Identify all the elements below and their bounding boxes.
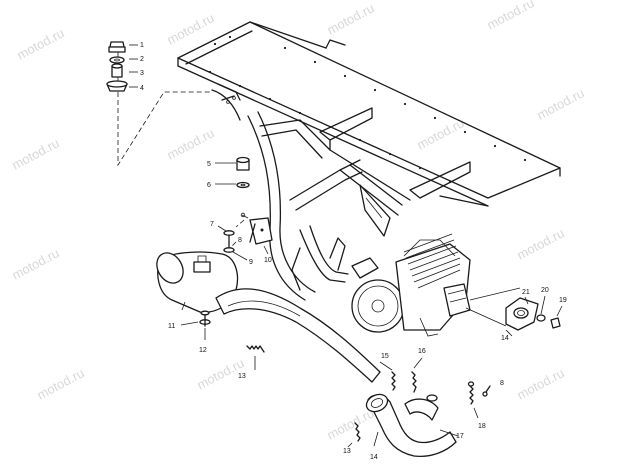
chassis-frame [177, 21, 561, 301]
exhaust-spring [246, 345, 265, 370]
exhaust-flange [505, 295, 563, 337]
watermark-text: motod.ru [164, 125, 216, 162]
callout-20: 20 [541, 287, 549, 294]
callout-15: 15 [381, 353, 389, 360]
watermark-text: motod.ru [324, 405, 376, 442]
callout-1: 1 [140, 42, 144, 49]
callout-18: 18 [478, 423, 486, 430]
spring-18 [467, 381, 491, 419]
callout-13: 13 [238, 373, 246, 380]
muffler-bracket [240, 212, 273, 255]
callout-10: 10 [264, 257, 272, 264]
watermark-text: motod.ru [9, 135, 61, 172]
callout-7: 7 [210, 221, 214, 228]
mount-hardware-stack [106, 41, 138, 92]
callout-8b: 8 [500, 380, 504, 387]
callout-17: 17 [456, 433, 464, 440]
muffler [156, 251, 381, 383]
watermark-text: motod.ru [534, 85, 586, 122]
callout-9: 9 [249, 259, 253, 266]
exhaust-spring [347, 422, 361, 448]
callout-19: 19 [559, 297, 567, 304]
callout-14b: 14 [501, 335, 509, 342]
callout-6: 6 [207, 182, 211, 189]
exhaust-header-pipe [365, 393, 459, 458]
watermark-layer: motod.ru motod.ru motod.ru motod.ru moto… [9, 0, 586, 443]
muffler-mount-bolt [180, 310, 211, 340]
callout-12: 12 [199, 347, 207, 354]
callout-labels: 1 2 3 4 5 6 7 8 9 10 11 12 13 13 14 14 1… [140, 42, 567, 461]
watermark-text: motod.ru [514, 365, 566, 402]
watermark-text: motod.ru [484, 0, 536, 33]
callout-16: 16 [418, 348, 426, 355]
watermark-text: motod.ru [34, 365, 86, 402]
watermark-text: motod.ru [514, 225, 566, 262]
header-spring [391, 357, 423, 393]
callout-8: 8 [238, 237, 242, 244]
watermark-text: motod.ru [324, 0, 376, 37]
watermark-text: motod.ru [14, 25, 66, 62]
callout-2: 2 [140, 56, 144, 63]
rubber-mount [215, 156, 250, 189]
callout-3: 3 [140, 70, 144, 77]
engine-assembly [351, 233, 521, 337]
callout-11: 11 [168, 323, 175, 330]
callout-13b: 13 [343, 448, 351, 455]
callout-14: 14 [370, 454, 378, 461]
watermark-text: motod.ru [9, 245, 61, 282]
callout-4: 4 [140, 85, 144, 92]
callout-5: 5 [207, 161, 211, 168]
callout-21: 21 [522, 289, 530, 296]
bracket-bolt [217, 225, 248, 261]
